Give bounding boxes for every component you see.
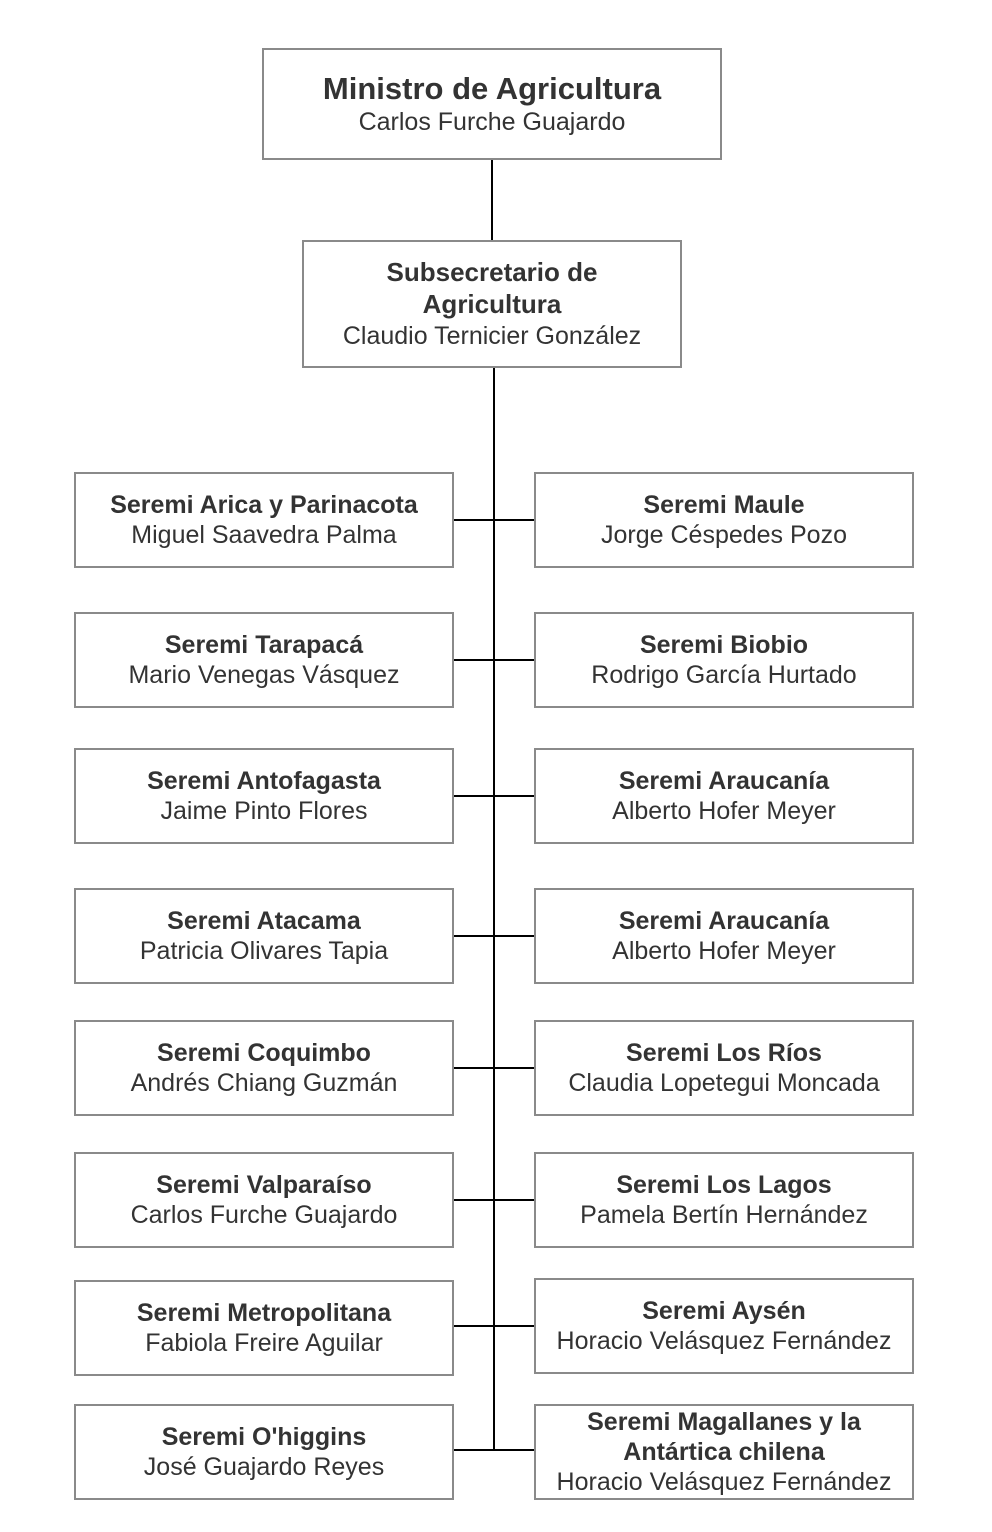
- seremi-name: Pamela Bertín Hernández: [580, 1201, 868, 1229]
- seremi-title: Seremi Valparaíso: [156, 1171, 372, 1199]
- seremi-box-left: Seremi Valparaíso Carlos Furche Guajardo: [74, 1152, 454, 1248]
- seremi-title: Seremi Biobio: [639, 631, 809, 659]
- subsecretary-title-line1: Subsecretario de: [386, 257, 598, 287]
- seremi-title-line1: Seremi Magallanes y la: [587, 1408, 861, 1436]
- connector-main-trunk: [493, 366, 495, 1451]
- seremi-name: Jaime Pinto Flores: [160, 797, 368, 825]
- seremi-name: Jorge Céspedes Pozo: [601, 521, 847, 549]
- seremi-box-left: Seremi Antofagasta Jaime Pinto Flores: [74, 748, 454, 844]
- minister-title: Ministro de Agricultura: [322, 71, 662, 106]
- seremi-title: Seremi Los Ríos: [626, 1039, 822, 1067]
- connector-branch: [452, 1199, 535, 1201]
- subsecretary-name: Claudio Ternicier González: [342, 322, 642, 350]
- connector-minister-subsecretary: [491, 158, 493, 242]
- seremi-name: Fabiola Freire Aguilar: [145, 1329, 383, 1357]
- seremi-box-right: Seremi Los Lagos Pamela Bertín Hernández: [534, 1152, 914, 1248]
- seremi-box-left: Seremi Coquimbo Andrés Chiang Guzmán: [74, 1020, 454, 1116]
- seremi-name: Miguel Saavedra Palma: [131, 521, 397, 549]
- seremi-title: Seremi Tarapacá: [164, 631, 364, 659]
- seremi-title: Seremi Coquimbo: [157, 1039, 371, 1067]
- seremi-title: Seremi Los Lagos: [616, 1171, 832, 1199]
- subsecretary-title-line2: Agricultura: [422, 289, 562, 319]
- seremi-name: Alberto Hofer Meyer: [612, 937, 836, 965]
- seremi-name: Alberto Hofer Meyer: [612, 797, 836, 825]
- seremi-box-left: Seremi O'higgins José Guajardo Reyes: [74, 1404, 454, 1500]
- seremi-title: Seremi Atacama: [167, 907, 361, 935]
- seremi-title: Seremi Arica y Parinacota: [110, 491, 418, 519]
- seremi-name: Horacio Velásquez Fernández: [556, 1468, 892, 1496]
- seremi-title: Seremi O'higgins: [161, 1423, 367, 1451]
- seremi-name: Andrés Chiang Guzmán: [130, 1069, 398, 1097]
- seremi-title: Seremi Maule: [643, 491, 805, 519]
- minister-box: Ministro de Agricultura Carlos Furche Gu…: [262, 48, 722, 160]
- seremi-name: José Guajardo Reyes: [143, 1453, 385, 1481]
- seremi-name: Patricia Olivares Tapia: [139, 937, 389, 965]
- seremi-box-left: Seremi Atacama Patricia Olivares Tapia: [74, 888, 454, 984]
- minister-name: Carlos Furche Guajardo: [358, 108, 626, 136]
- connector-branch: [452, 519, 535, 521]
- seremi-box-right: Seremi Magallanes y la Antártica chilena…: [534, 1404, 914, 1500]
- seremi-name: Rodrigo García Hurtado: [591, 661, 857, 689]
- seremi-box-right: Seremi Los Ríos Claudia Lopetegui Moncad…: [534, 1020, 914, 1116]
- seremi-box-left: Seremi Arica y Parinacota Miguel Saavedr…: [74, 472, 454, 568]
- seremi-name: Horacio Velásquez Fernández: [556, 1327, 892, 1355]
- connector-branch: [452, 1325, 535, 1327]
- connector-branch: [452, 935, 535, 937]
- seremi-title: Seremi Antofagasta: [147, 767, 381, 795]
- connector-branch: [452, 1067, 535, 1069]
- seremi-name: Mario Venegas Vásquez: [128, 661, 400, 689]
- seremi-title-line2: Antártica chilena: [623, 1438, 825, 1466]
- connector-branch: [452, 659, 535, 661]
- subsecretary-box: Subsecretario de Agricultura Claudio Ter…: [302, 240, 682, 368]
- seremi-name: Claudia Lopetegui Moncada: [568, 1069, 880, 1097]
- seremi-box-right: Seremi Biobio Rodrigo García Hurtado: [534, 612, 914, 708]
- connector-branch: [452, 795, 535, 797]
- seremi-box-left: Seremi Metropolitana Fabiola Freire Agui…: [74, 1280, 454, 1376]
- seremi-name: Carlos Furche Guajardo: [130, 1201, 398, 1229]
- seremi-title: Seremi Aysén: [642, 1297, 806, 1325]
- seremi-title: Seremi Metropolitana: [136, 1299, 392, 1327]
- seremi-title: Seremi Araucanía: [618, 767, 830, 795]
- seremi-box-right: Seremi Aysén Horacio Velásquez Fernández: [534, 1278, 914, 1374]
- seremi-title: Seremi Araucanía: [618, 907, 830, 935]
- connector-branch: [452, 1449, 535, 1451]
- seremi-box-left: Seremi Tarapacá Mario Venegas Vásquez: [74, 612, 454, 708]
- seremi-box-right: Seremi Araucanía Alberto Hofer Meyer: [534, 888, 914, 984]
- seremi-box-right: Seremi Maule Jorge Céspedes Pozo: [534, 472, 914, 568]
- seremi-box-right: Seremi Araucanía Alberto Hofer Meyer: [534, 748, 914, 844]
